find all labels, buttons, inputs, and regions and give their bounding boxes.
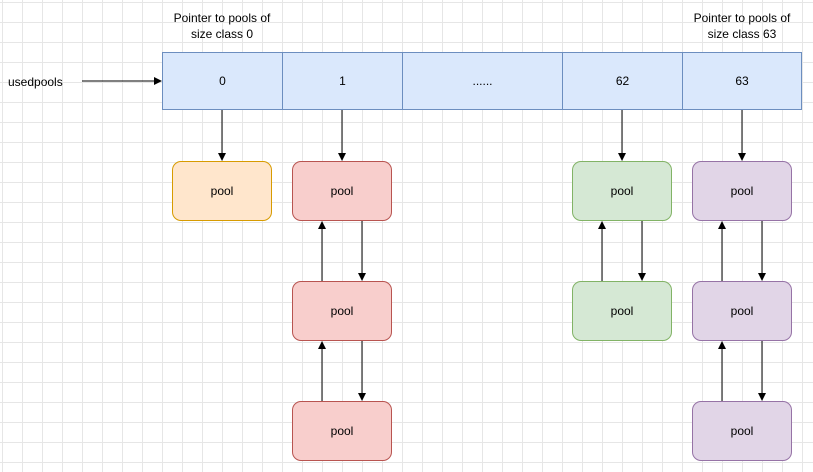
array-cell-1: 1	[282, 52, 403, 110]
array-cell-63: 63	[682, 52, 802, 110]
label-pointer-size-class-0: Pointer to pools of size class 0	[162, 10, 282, 42]
label-pointer-size-class-63: Pointer to pools of size class 63	[682, 10, 802, 42]
pool-class-0: pool	[172, 161, 272, 221]
pool-class-63-c: pool	[692, 401, 792, 461]
label-pointer-size-class-0-text: Pointer to pools of size class 0	[173, 11, 271, 41]
pool-class-63-a: pool	[692, 161, 792, 221]
array-cell-ellipsis: ......	[402, 52, 563, 110]
pool-class-62-b: pool	[572, 281, 672, 341]
label-pointer-size-class-63-text: Pointer to pools of size class 63	[693, 11, 791, 41]
pool-class-62-a: pool	[572, 161, 672, 221]
pool-class-1-c: pool	[292, 401, 392, 461]
array-cell-62: 62	[562, 52, 683, 110]
pool-class-63-b: pool	[692, 281, 792, 341]
array-cell-0: 0	[162, 52, 283, 110]
pool-class-1-b: pool	[292, 281, 392, 341]
usedpools-array: 0 1 ...... 62 63	[162, 52, 802, 110]
pool-class-1-a: pool	[292, 161, 392, 221]
label-usedpools: usedpools	[8, 75, 63, 89]
